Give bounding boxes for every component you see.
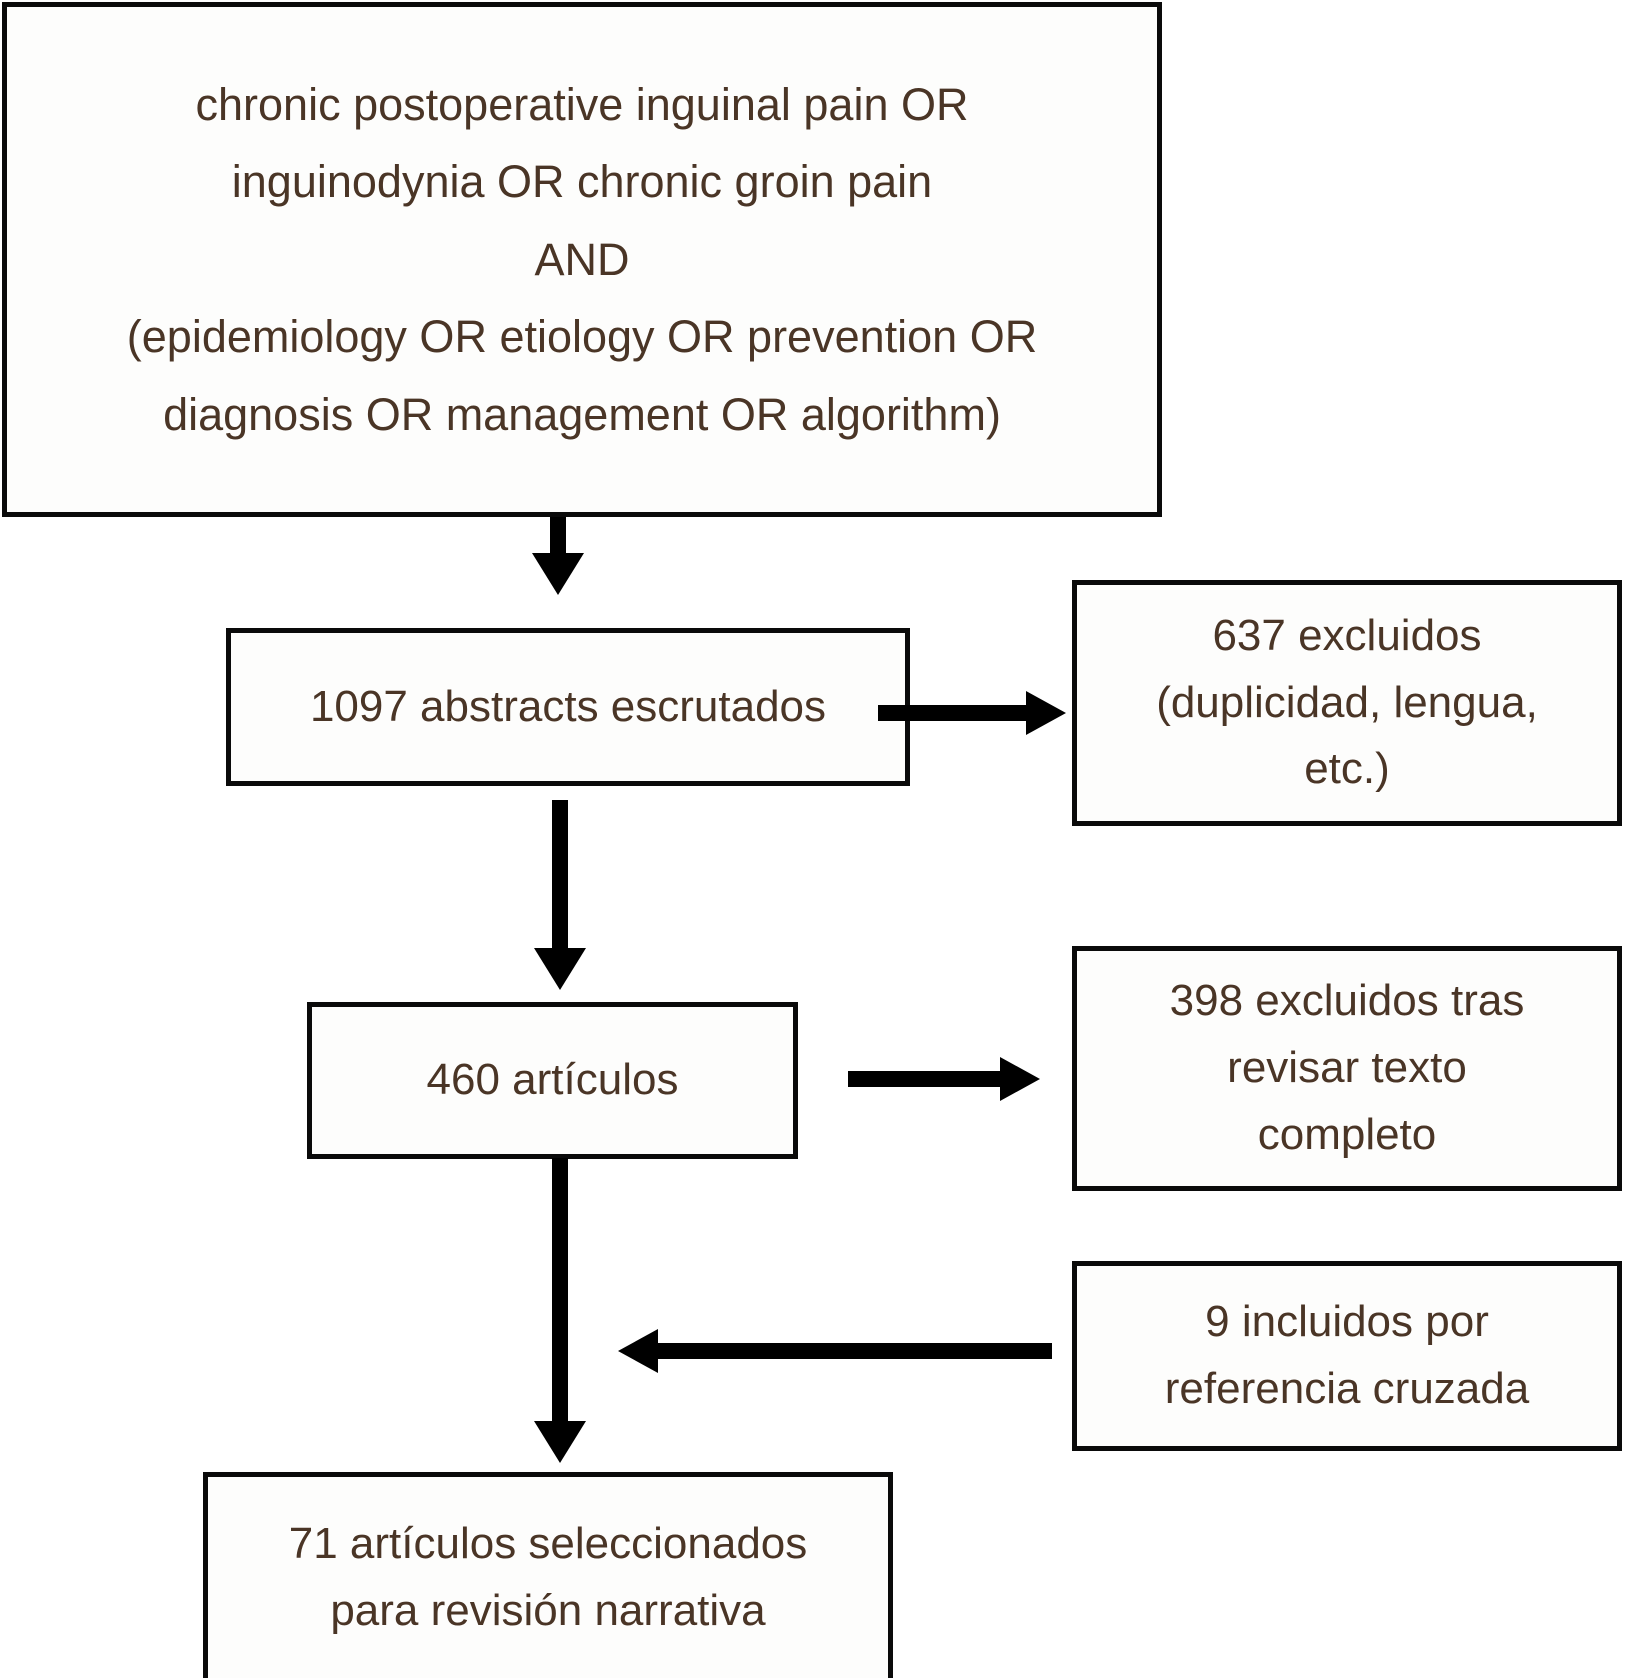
cross-reference-line-1: 9 incluidos por xyxy=(1205,1297,1489,1347)
excluded-fulltext-line-2: revisar texto xyxy=(1227,1043,1467,1093)
arrow-articles-to-excluded xyxy=(848,1056,1040,1102)
excluded-fulltext-line-1: 398 excluidos tras xyxy=(1169,976,1525,1026)
arrow-shaft xyxy=(552,800,568,952)
search-query-line-5: diagnosis OR management OR algorithm) xyxy=(163,388,1001,440)
arrow-head-down-icon xyxy=(532,553,584,595)
arrow-shaft xyxy=(848,1071,1004,1087)
arrow-head-right-icon xyxy=(1026,691,1066,735)
cross-reference-included-box: 9 incluidos por referencia cruzada xyxy=(1072,1261,1622,1451)
arrow-head-left-icon xyxy=(618,1329,658,1373)
selected-articles-line-1: 71 artículos seleccionados xyxy=(288,1519,808,1569)
arrow-head-down-icon xyxy=(534,1421,586,1463)
arrow-head-down-icon xyxy=(534,948,586,990)
arrow-screened-to-excluded xyxy=(878,690,1066,736)
arrow-shaft xyxy=(654,1343,1052,1359)
excluded-duplicates-box: 637 excluidos (duplicidad, lengua, etc.) xyxy=(1072,580,1622,826)
excluded-fulltext-box: 398 excluidos tras revisar texto complet… xyxy=(1072,946,1622,1191)
arrow-head-right-icon xyxy=(1000,1057,1040,1101)
excluded-fulltext-line-3: completo xyxy=(1257,1109,1437,1159)
articles-label: 460 artículos xyxy=(426,1055,679,1105)
arrow-shaft xyxy=(878,705,1030,721)
arrow-query-to-screened xyxy=(530,517,586,595)
arrow-articles-to-selected xyxy=(532,1158,588,1463)
excluded-duplicates-line-3: etc.) xyxy=(1304,744,1390,794)
arrow-shaft xyxy=(550,517,566,557)
search-query-line-1: chronic postoperative inguinal pain OR xyxy=(195,79,969,131)
cross-reference-line-2: referencia cruzada xyxy=(1164,1364,1530,1413)
arrow-shaft xyxy=(552,1158,568,1425)
excluded-duplicates-line-1: 637 excluidos xyxy=(1212,610,1482,660)
abstracts-screened-label: 1097 abstracts escrutados xyxy=(309,681,827,731)
search-query-box: chronic postoperative inguinal pain OR i… xyxy=(2,2,1162,517)
search-query-line-4: (epidemiology OR etiology OR prevention … xyxy=(126,311,1038,363)
abstracts-screened-box: 1097 abstracts escrutados xyxy=(226,628,910,786)
articles-box: 460 artículos xyxy=(307,1002,798,1159)
search-query-line-2: inguinodynia OR chronic groin pain xyxy=(231,156,933,208)
arrow-crossref-to-flow xyxy=(618,1328,1052,1374)
excluded-duplicates-line-2: (duplicidad, lengua, xyxy=(1156,677,1538,727)
search-query-line-3: AND xyxy=(534,233,630,285)
selected-articles-box: 71 artículos seleccionados para revisión… xyxy=(203,1472,893,1678)
arrow-screened-to-articles xyxy=(532,800,588,990)
selected-articles-line-2: para revisión narrativa xyxy=(330,1586,766,1635)
